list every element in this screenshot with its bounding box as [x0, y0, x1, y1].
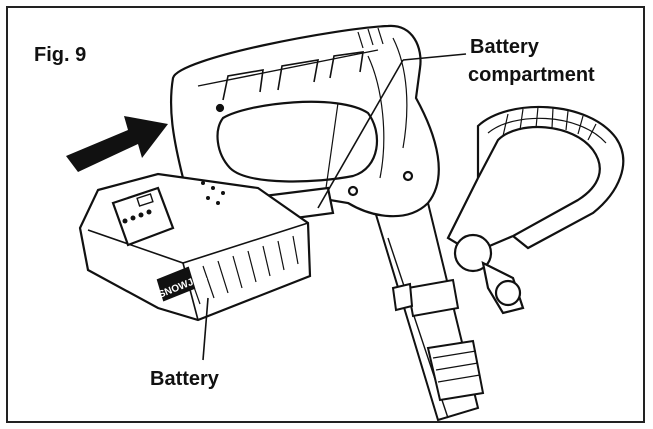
callout-battery-compartment-line2: compartment — [468, 64, 595, 86]
auxiliary-handle — [446, 105, 625, 315]
insert-direction-arrow-icon — [66, 116, 168, 172]
callout-battery-compartment-line1: Battery — [470, 36, 539, 58]
figure-frame: SNOWJOE Fig. 9 Battery compartment Batte… — [6, 6, 645, 423]
callout-leaders — [202, 53, 467, 361]
tool-shaft — [372, 201, 485, 421]
illustration: SNOWJOE — [66, 24, 625, 421]
battery-pack — [78, 172, 312, 322]
callout-battery: Battery — [150, 368, 219, 390]
figure-label: Fig. 9 — [34, 44, 87, 66]
tool-housing — [169, 24, 440, 225]
